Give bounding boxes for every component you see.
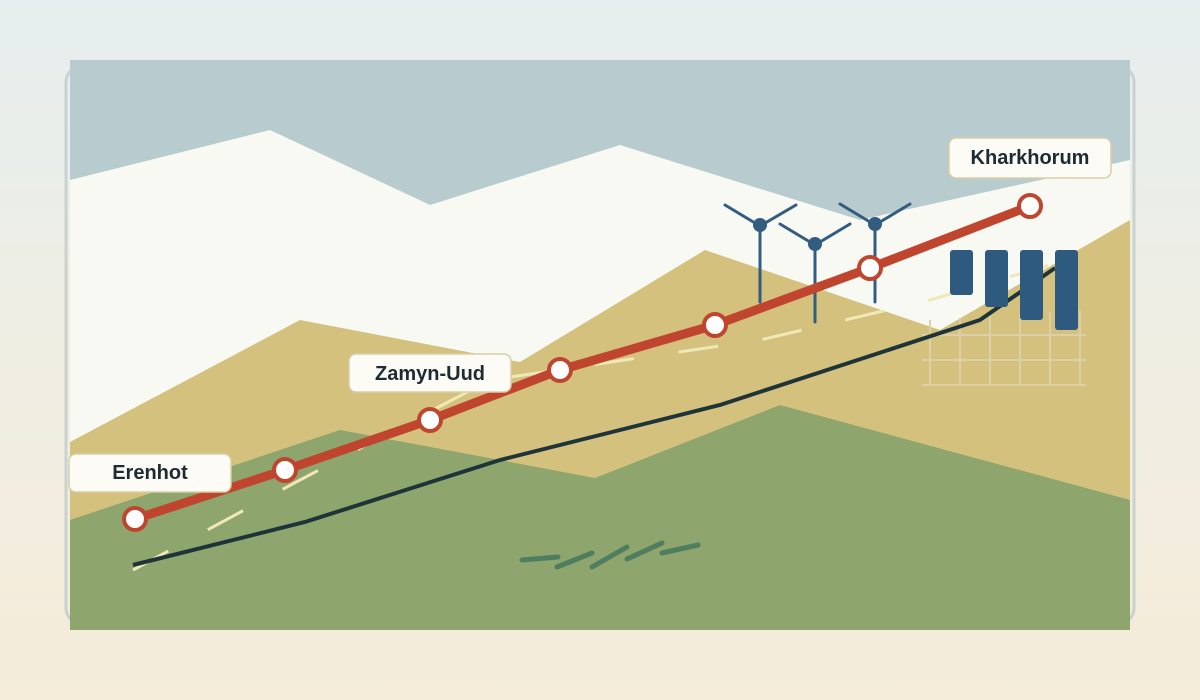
road-line <box>132 266 1057 567</box>
station-name: Kharkhorum <box>971 147 1090 169</box>
solar-panel-grid <box>922 310 1086 386</box>
route-node[interactable] <box>272 457 298 483</box>
grassland <box>70 405 1130 630</box>
route-node[interactable] <box>122 506 148 532</box>
railway-stops <box>122 193 1043 532</box>
dashed-guide-line <box>132 263 1051 572</box>
wind-turbine-icon <box>723 203 798 304</box>
station-name: Zamyn-Uud <box>375 363 485 385</box>
route-node[interactable] <box>857 255 883 281</box>
route-node[interactable] <box>702 312 728 338</box>
route-node[interactable] <box>547 357 573 383</box>
station-label-erenhot[interactable]: Erenhot <box>68 453 232 493</box>
station-label-kharkhorum[interactable]: Kharkhorum <box>948 137 1112 179</box>
station-name: Erenhot <box>112 462 188 484</box>
route-node[interactable] <box>1017 193 1043 219</box>
grass-tuft-icon <box>519 540 701 570</box>
station-label-zamyn-uud[interactable]: Zamyn-Uud <box>348 353 512 393</box>
route-node[interactable] <box>417 407 443 433</box>
landscape <box>70 60 1130 630</box>
solar-panel-icon <box>950 250 1078 330</box>
